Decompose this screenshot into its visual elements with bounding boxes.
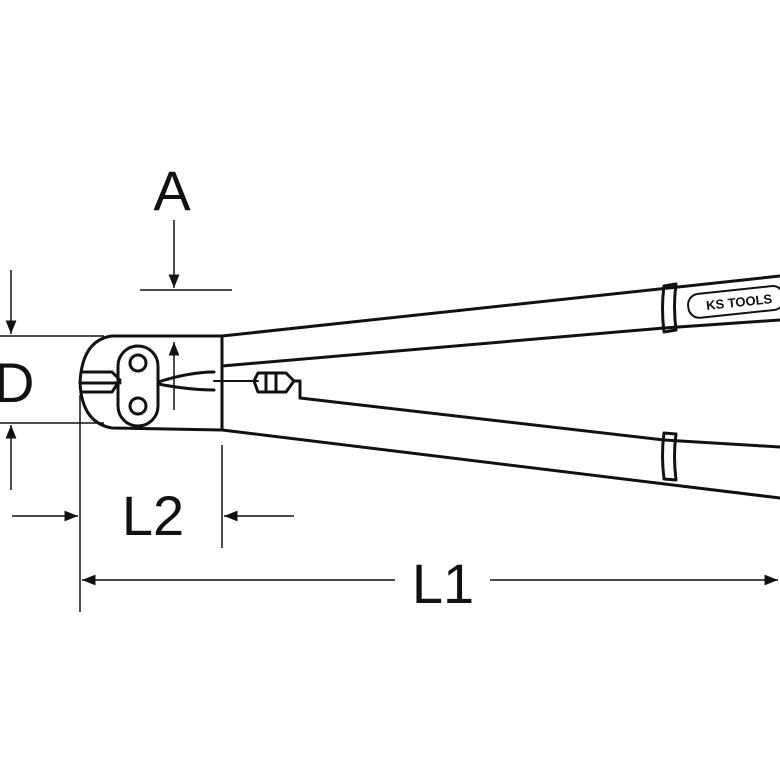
upper-grip [661, 282, 678, 334]
pivot-bolt-upper [128, 353, 148, 373]
upper-handle [220, 274, 780, 368]
label-L1: L1 [412, 552, 474, 615]
logo-text: KS TOOLS [705, 291, 773, 313]
spring-body [252, 371, 296, 394]
pivot-bolt-lower [128, 396, 148, 416]
label-D: D [0, 351, 34, 414]
cutter-head [78, 334, 224, 432]
label-A: A [153, 159, 191, 222]
ks-tools-logo: KS TOOLS [687, 285, 780, 319]
spring-link [292, 379, 302, 400]
blade-edge [156, 370, 216, 392]
pivot-plate [116, 344, 160, 428]
lower-handle [220, 396, 780, 500]
lower-grip [661, 431, 678, 482]
label-L2: L2 [122, 484, 184, 547]
jaw-tips [80, 370, 122, 394]
